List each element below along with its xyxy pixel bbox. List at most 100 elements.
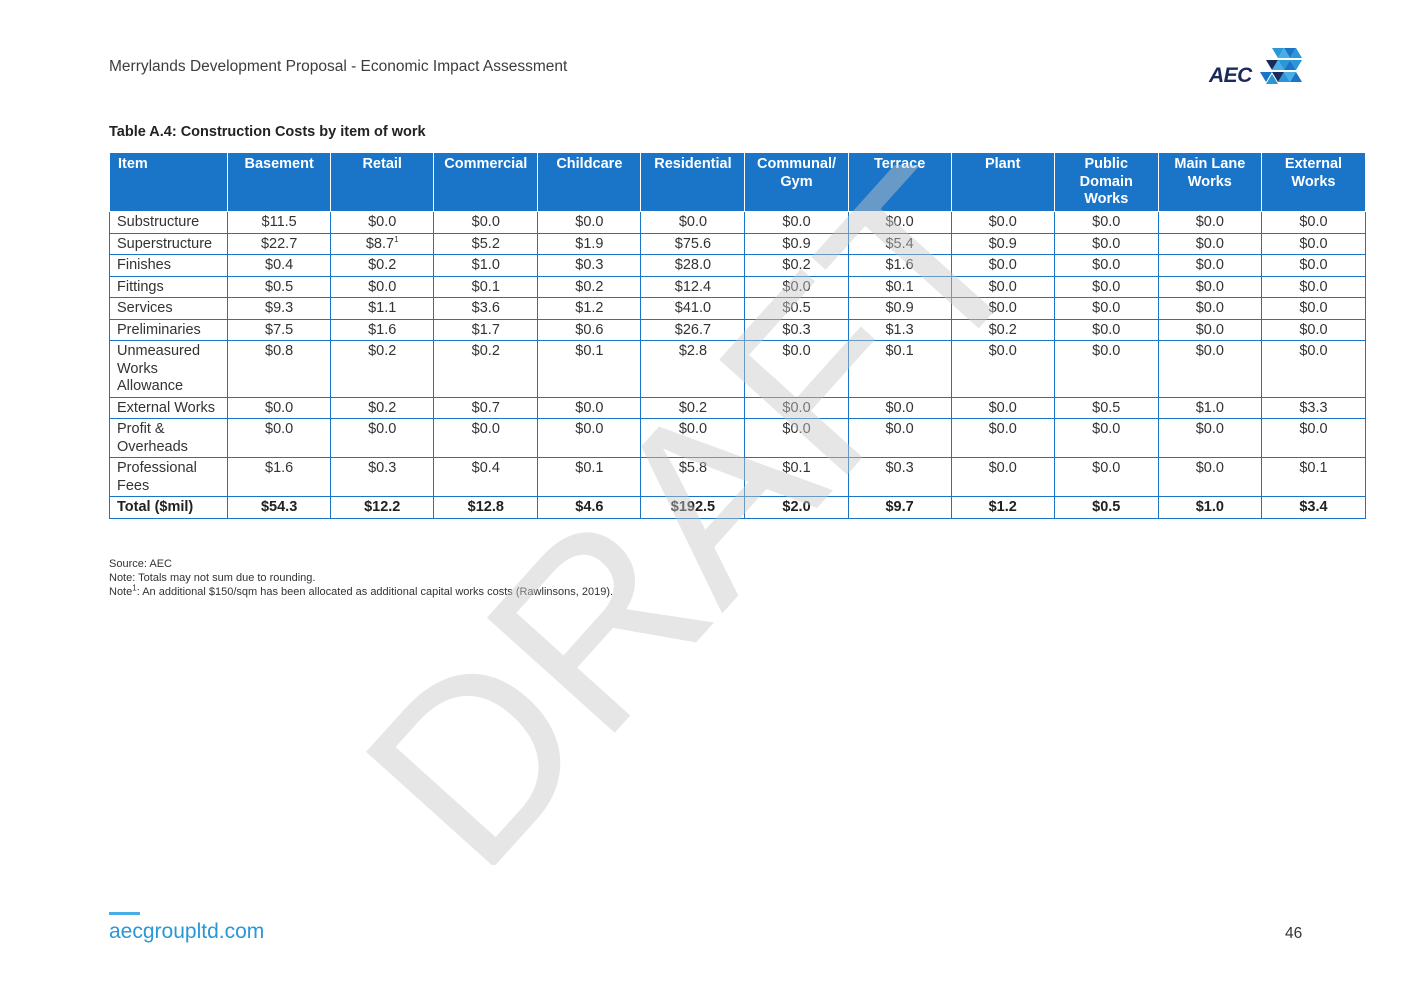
table-cell: $0.7 — [433, 396, 539, 419]
table-cell: $0.0 — [1157, 318, 1262, 341]
cell-value: $0.0 — [988, 214, 1017, 230]
table-cell: $0.0 — [640, 418, 746, 458]
table-cell: $2.0 — [744, 496, 849, 519]
cell-value: $0.0 — [988, 399, 1017, 416]
column-header: Retail — [330, 152, 435, 212]
row-label: External Works — [108, 396, 229, 419]
table-cell: $0.0 — [1157, 211, 1262, 234]
table-cell: $0.5 — [1053, 496, 1159, 519]
cell-value: $12.8 — [467, 499, 504, 515]
cell-value: $0.0 — [1195, 421, 1224, 437]
cell-value: $0.0 — [782, 399, 811, 416]
table-row: Finishes$0.4$0.2$1.0$0.3$28.0$0.2$1.6$0.… — [108, 254, 1367, 277]
table-cell: $0.0 — [950, 254, 1055, 277]
cell-value: $0.2 — [678, 399, 708, 416]
table-cell: $1.2 — [950, 496, 1055, 519]
table-cell: $0.0 — [1260, 254, 1367, 277]
cell-value: $0.0 — [988, 460, 1017, 476]
table-cell: $8.71 — [330, 232, 435, 255]
footnote-marker: 1 — [394, 234, 399, 244]
table-cell: $0.3 — [744, 318, 849, 341]
cell-value: $0.0 — [265, 421, 294, 437]
table-cell: $7.5 — [227, 318, 332, 341]
cell-value: $0.0 — [471, 214, 500, 230]
table-cell: $0.0 — [1053, 232, 1159, 255]
cell-value: $0.5 — [265, 278, 294, 295]
cell-value: $0.2 — [471, 343, 500, 359]
table-row: Unmeasured Works Allowance$0.8$0.2$0.2$0… — [108, 340, 1367, 398]
table-cell: $0.0 — [537, 396, 642, 419]
cell-value: $2.8 — [678, 343, 708, 359]
table-cell: $0.0 — [1260, 418, 1367, 458]
table-cell: $0.6 — [537, 318, 642, 341]
cell-value: $0.0 — [988, 421, 1017, 437]
table-cell: $0.0 — [537, 211, 642, 234]
cell-value: $0.0 — [1195, 235, 1224, 252]
table-cell: $0.4 — [433, 457, 539, 497]
cell-value: $0.0 — [1092, 300, 1121, 316]
table-cell: $0.0 — [744, 418, 849, 458]
table-cell: $0.0 — [744, 340, 849, 398]
cell-value: $0.0 — [1092, 235, 1121, 252]
table-cell: $0.0 — [1053, 275, 1159, 298]
table-cell: $0.1 — [847, 340, 952, 398]
table-cell: $0.0 — [433, 211, 539, 234]
table-cell: $0.0 — [330, 418, 435, 458]
cell-value: $192.5 — [670, 499, 716, 515]
cell-value: $0.0 — [471, 421, 500, 437]
cell-value: $1.1 — [368, 300, 397, 316]
row-label: Superstructure — [108, 232, 229, 255]
table-notes: Source: AEC Note: Totals may not sum due… — [109, 557, 613, 599]
table-cell: $12.4 — [640, 275, 746, 298]
table-cell: $0.3 — [847, 457, 952, 497]
document-title: Merrylands Development Proposal - Econom… — [109, 58, 568, 75]
footer-website-link[interactable]: aecgroupltd.com — [109, 920, 265, 943]
cell-value: $0.0 — [782, 421, 811, 437]
cell-value: $28.0 — [674, 257, 712, 273]
row-label: Professional Fees — [108, 457, 229, 497]
row-label: Profit & Overheads — [108, 418, 229, 458]
logo-mosaic-icon — [1260, 48, 1302, 84]
row-label: Services — [108, 297, 229, 320]
cell-value: $0.0 — [575, 214, 604, 230]
cell-value: $0.0 — [575, 421, 604, 437]
cell-value: $0.3 — [368, 460, 397, 476]
cell-value: $0.0 — [1195, 460, 1224, 476]
table-cell: $0.0 — [1053, 418, 1159, 458]
cell-value: $0.0 — [1299, 257, 1328, 273]
cell-value: $0.0 — [782, 214, 811, 230]
cell-value: $0.0 — [988, 343, 1017, 359]
cell-value: $1.9 — [575, 235, 604, 252]
table-cell: $0.0 — [227, 396, 332, 419]
table-cell: $9.7 — [847, 496, 952, 519]
table-cell: $0.0 — [1260, 297, 1367, 320]
table-row: Services$9.3$1.1$3.6$1.2$41.0$0.5$0.9$0.… — [108, 297, 1367, 320]
table-cell: $1.0 — [433, 254, 539, 277]
table-cell: $0.8 — [227, 340, 332, 398]
cell-value: $0.0 — [1092, 343, 1121, 359]
cell-value: $8.7 — [365, 235, 395, 252]
table-cell: $0.0 — [1157, 340, 1262, 398]
table-cell: $1.0 — [1157, 396, 1262, 419]
cell-value: $0.0 — [885, 421, 914, 437]
table-cell: $54.3 — [227, 496, 332, 519]
table-cell: $0.0 — [847, 396, 952, 419]
cell-value: $3.4 — [1299, 499, 1328, 515]
column-header: Residential — [640, 152, 746, 212]
table-cell: $0.5 — [227, 275, 332, 298]
table-cell: $41.0 — [640, 297, 746, 320]
table-cell: $0.1 — [537, 457, 642, 497]
column-header: Plant — [950, 152, 1055, 212]
cell-value: $0.2 — [368, 343, 397, 359]
column-header: Basement — [227, 152, 332, 212]
cell-value: $0.5 — [1092, 399, 1121, 416]
table-cell: $28.0 — [640, 254, 746, 277]
cell-value: $0.0 — [1299, 421, 1328, 437]
page-number: 46 — [1285, 925, 1303, 942]
cell-value: $0.5 — [1092, 499, 1121, 515]
logo-text: AEC — [1209, 64, 1252, 87]
table-cell: $0.1 — [744, 457, 849, 497]
cell-value: $0.0 — [265, 399, 294, 416]
table-row: Substructure$11.5$0.0$0.0$0.0$0.0$0.0$0.… — [108, 211, 1367, 234]
cell-value: $1.6 — [265, 460, 294, 476]
